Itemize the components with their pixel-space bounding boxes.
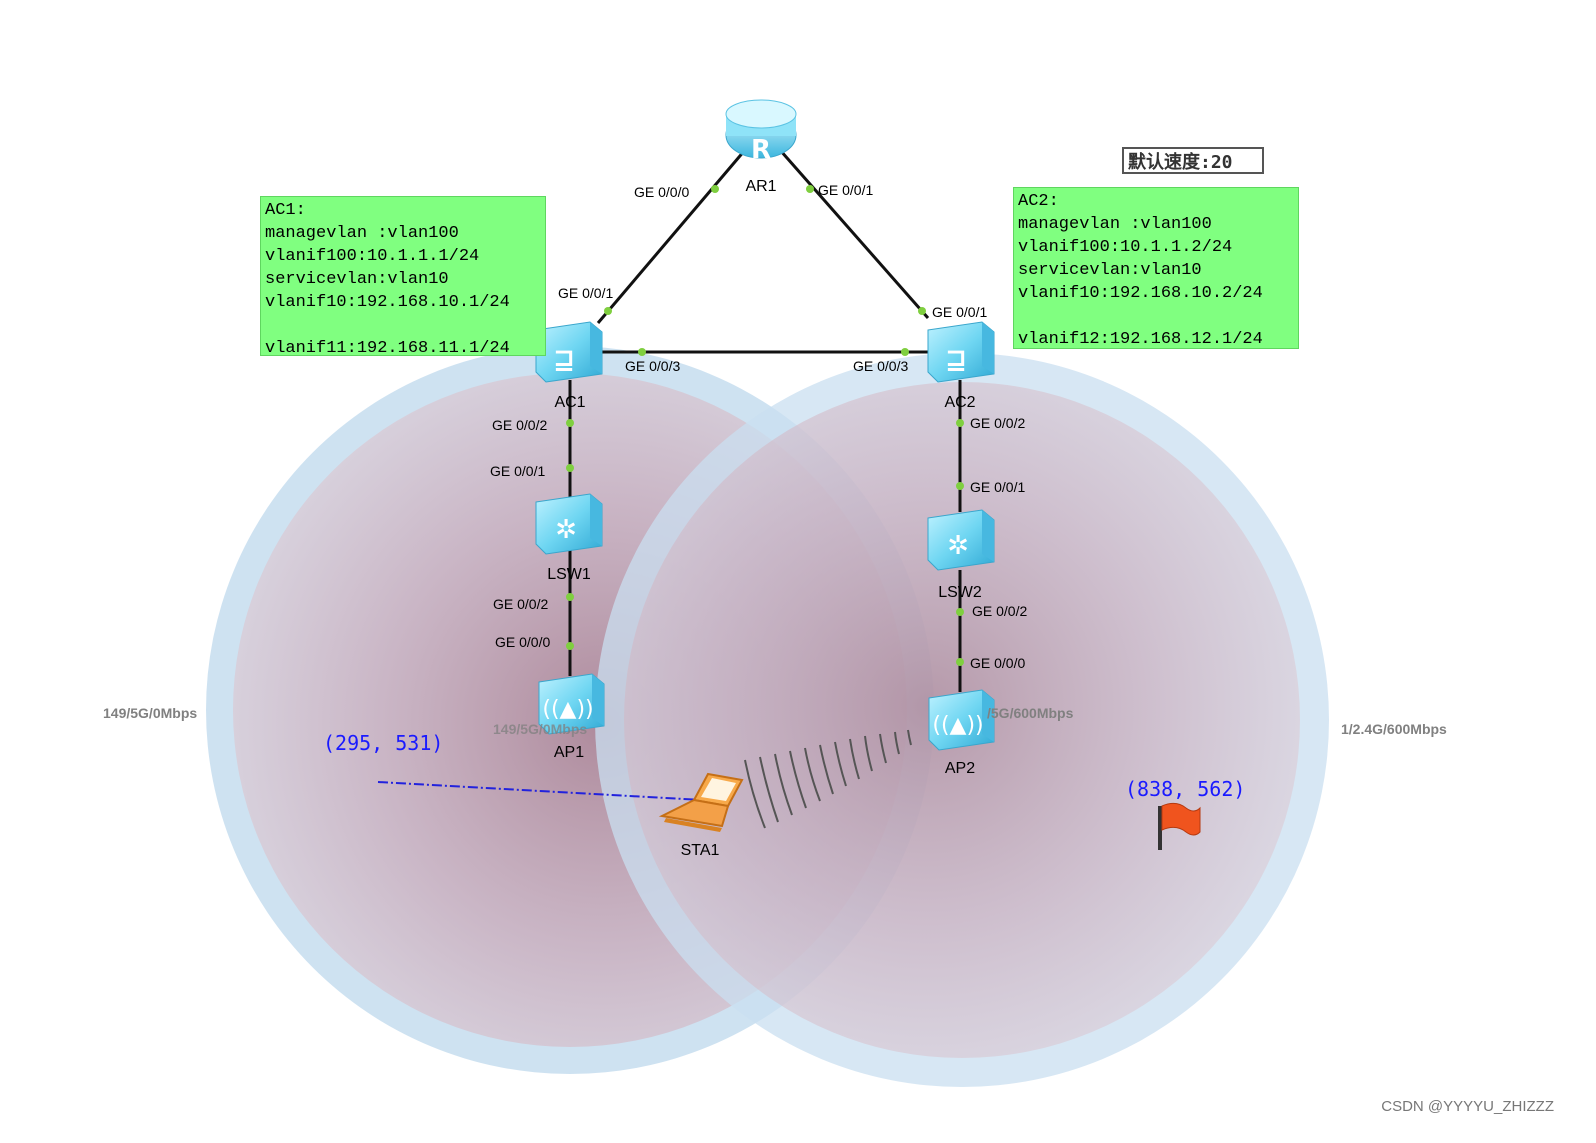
router-icon[interactable]: R <box>725 99 797 165</box>
lsw1-switch-icon[interactable]: ✲ <box>535 493 603 555</box>
svg-text:R: R <box>751 135 771 165</box>
link-ar1-ac2 <box>778 149 930 319</box>
ap2-radio-label: 1/2.4G/600Mbps <box>1341 721 1447 737</box>
sta-movement-path <box>377 781 703 801</box>
flag-target-coordinate: (838, 562) <box>1125 777 1245 801</box>
ac1-port-ge003: GE 0/0/3 <box>625 358 680 374</box>
lsw2-label: LSW2 <box>938 584 982 601</box>
svg-text:✲: ✲ <box>947 531 969 561</box>
ac2-port-ge002: GE 0/0/2 <box>970 415 1025 431</box>
radio-labels: 149/5G/0Mbps 149/5G/0Mbps /5G/600Mbps 1/… <box>103 705 1447 737</box>
ac1-controller-icon[interactable]: ⊒ <box>535 321 603 383</box>
lsw2-switch-icon[interactable]: ✲ <box>927 509 995 571</box>
flag-icon[interactable] <box>1158 802 1201 850</box>
lsw2-port-ge001: GE 0/0/1 <box>970 479 1025 495</box>
lsw1-label: LSW1 <box>547 566 591 583</box>
svg-text:((▲)): ((▲)) <box>542 697 593 722</box>
ap1-radio-label: 149/5G/0Mbps <box>103 705 197 721</box>
ap1-label: AP1 <box>554 744 584 761</box>
ac1-port-ge002: GE 0/0/2 <box>492 417 547 433</box>
ac2-controller-icon[interactable]: ⊒ <box>927 321 995 383</box>
ap1-port-ge000: GE 0/0/0 <box>495 634 550 650</box>
ap2-radio-under-label: /5G/600Mbps <box>987 705 1074 721</box>
sta1-laptop-icon[interactable] <box>658 772 744 832</box>
ap2-access-point-icon[interactable]: ((▲)) <box>928 689 995 751</box>
ac2-config-note[interactable]: AC2: managevlan :vlan100 vlanif100:10.1.… <box>1013 187 1299 349</box>
port-labels: GE 0/0/0 GE 0/0/1 GE 0/0/1 GE 0/0/3 GE 0… <box>490 182 1027 671</box>
ap2-port-ge000: GE 0/0/0 <box>970 655 1025 671</box>
ac1-config-note[interactable]: AC1: managevlan :vlan100 vlanif100:10.1.… <box>260 196 546 358</box>
watermark: CSDN @YYYYU_ZHIZZZ <box>1381 1098 1554 1115</box>
port-dots <box>566 185 964 666</box>
svg-text:⊒: ⊒ <box>945 345 967 375</box>
wireless-link-icon <box>744 729 912 829</box>
ap1-access-point-icon[interactable]: ((▲)) <box>538 673 605 735</box>
svg-text:⊒: ⊒ <box>553 345 575 375</box>
lsw1-port-ge002: GE 0/0/2 <box>493 596 548 612</box>
ac2-port-ge001: GE 0/0/1 <box>932 304 987 320</box>
ac2-port-ge003: GE 0/0/3 <box>853 358 908 374</box>
ac1-label: AC1 <box>554 394 585 411</box>
ac2-label: AC2 <box>944 394 975 411</box>
device-labels: AR1 AC1 AC2 LSW1 LSW2 AP1 AP2 STA1 <box>547 178 982 859</box>
ap1-radio-under-label: 149/5G/0Mbps <box>493 721 587 737</box>
link-ar1-ac1 <box>596 149 747 324</box>
default-speed-label[interactable]: 默认速度:20 <box>1122 147 1264 174</box>
ac1-port-ge001: GE 0/0/1 <box>558 285 613 301</box>
ar1-label: AR1 <box>745 178 776 195</box>
sta1-label: STA1 <box>681 842 720 859</box>
svg-text:✲: ✲ <box>555 515 577 545</box>
ar1-port-ge000: GE 0/0/0 <box>634 184 689 200</box>
ar1-port-ge001: GE 0/0/1 <box>818 182 873 198</box>
ap2-label: AP2 <box>945 760 975 777</box>
sta-origin-coordinate: (295, 531) <box>323 731 443 755</box>
lsw1-port-ge001: GE 0/0/1 <box>490 463 545 479</box>
svg-text:((▲)): ((▲)) <box>932 713 983 738</box>
lsw2-port-ge002: GE 0/0/2 <box>972 603 1027 619</box>
